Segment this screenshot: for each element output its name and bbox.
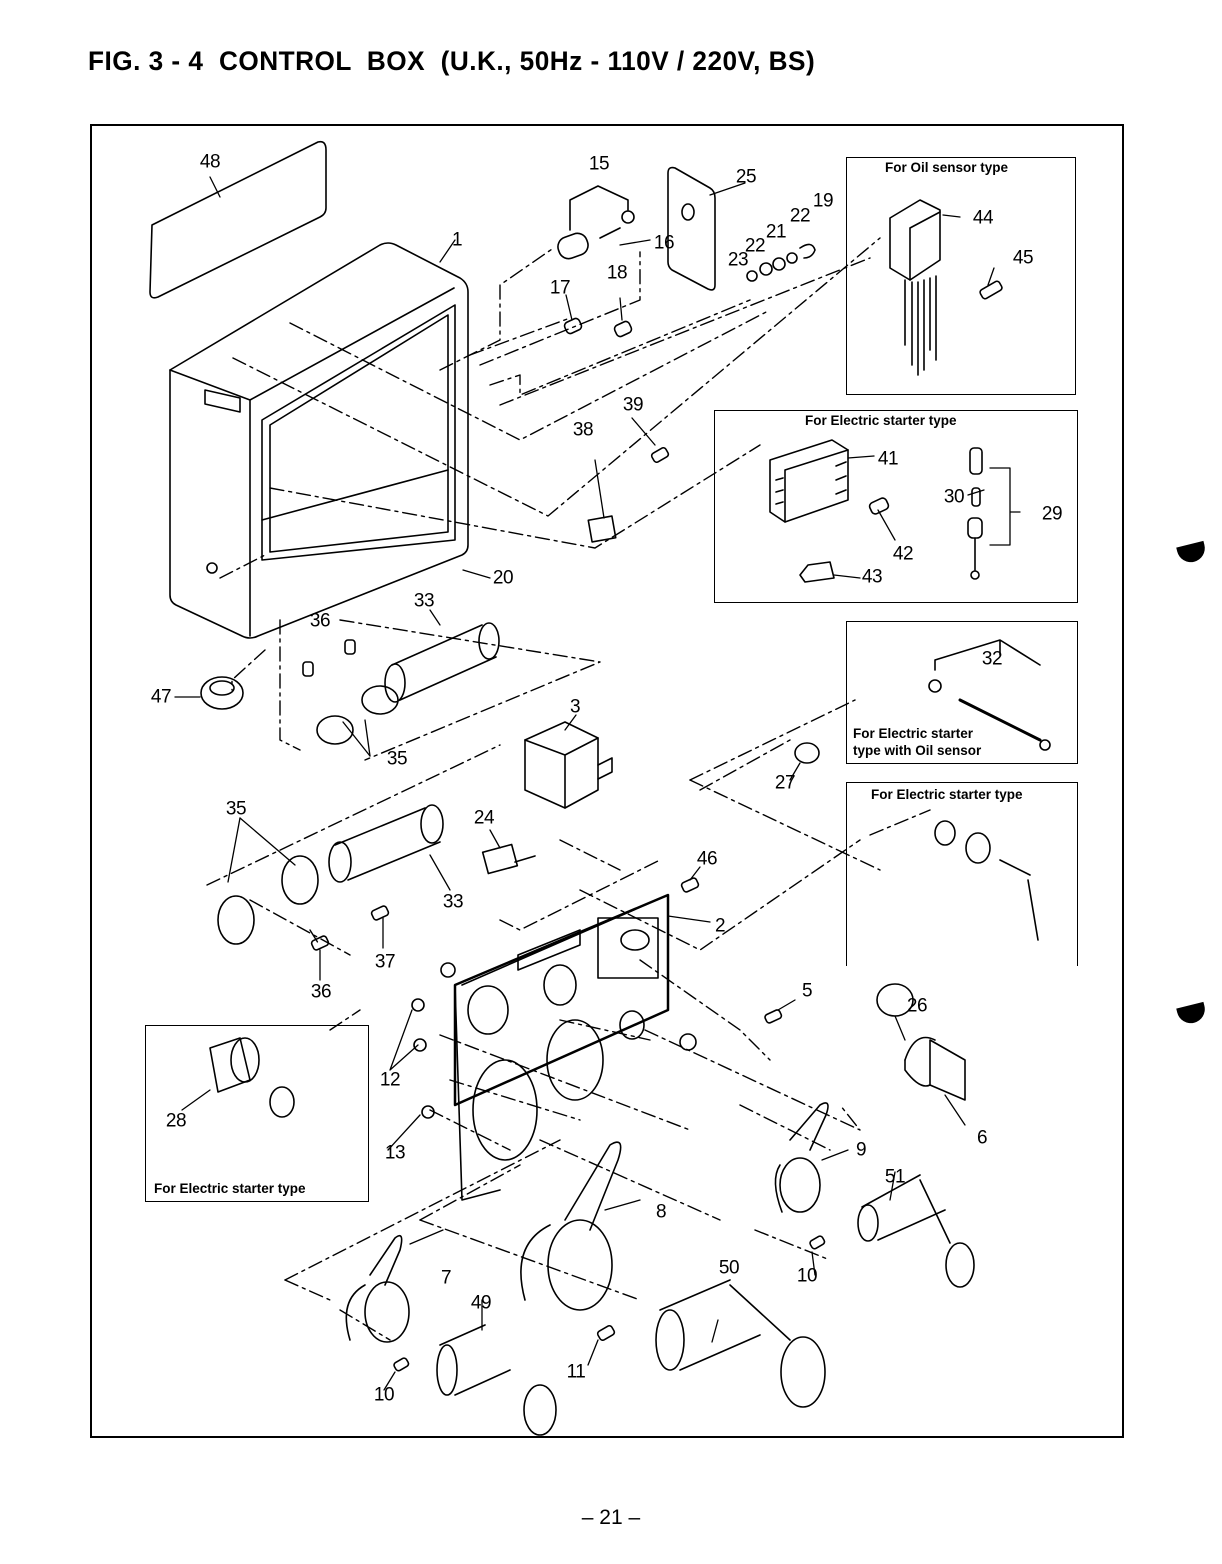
inset-electric-starter-oil-sensor: For Electric starter type with Oil senso… [846,621,1078,764]
receptacle-7 [345,1234,410,1343]
inset-label-line2: type with Oil sensor [853,743,982,758]
plug-49 [436,1324,557,1436]
callout-11: 11 [566,1361,586,1383]
receptacle-9 [774,1102,829,1213]
callout-49: 49 [470,1292,492,1314]
callout-21: 21 [765,221,787,243]
callout-43: 43 [861,566,883,588]
callout-42: 42 [892,543,914,565]
circuit-breaker-3 [524,721,613,809]
inset-electric-starter-regulator: For Electric starter type [714,410,1078,603]
callout-36-lower: 36 [310,981,332,1003]
callout-36-upper: 36 [309,610,331,632]
callout-35-upper: 35 [386,748,408,770]
starter-solenoid-28 [209,1037,295,1118]
callout-28: 28 [165,1110,187,1132]
callout-9: 9 [855,1139,867,1161]
inset-label-oil-sensor: For Oil sensor type [885,160,1009,175]
callout-17: 17 [549,277,571,299]
callout-46: 46 [696,848,718,870]
callout-41: 41 [877,448,899,470]
inset-electric-starter-key: For Electric starter type [846,782,1078,966]
receptacle-8 [520,1141,622,1311]
callout-45: 45 [1012,247,1034,269]
callout-50: 50 [718,1257,740,1279]
callout-13: 13 [384,1142,406,1164]
plug-50 [655,1279,826,1408]
callout-38: 38 [572,419,594,441]
inset-label-electric-starter-solenoid: For Electric starter type [154,1181,306,1196]
callout-29: 29 [1041,503,1063,525]
oil-sensor-unit-44 [889,199,941,376]
callout-35-lower: 35 [225,798,247,820]
regulator-41 [769,439,849,523]
capacitor-33-upper [384,622,500,703]
callout-37: 37 [374,951,396,973]
callout-51: 51 [884,1166,906,1188]
callout-1: 1 [451,229,463,251]
callout-2: 2 [714,915,726,937]
diagram-frame [90,124,1124,1438]
callout-27: 27 [774,772,796,794]
callout-16: 16 [653,232,675,254]
pilot-lamp-15 [557,185,635,260]
control-panel-2 [453,893,670,1201]
inset-label-electric-starter-key: For Electric starter type [871,787,1023,802]
callout-33-upper: 33 [413,590,435,612]
callout-39: 39 [622,394,644,416]
callout-5: 5 [801,980,813,1002]
callout-18: 18 [606,262,628,284]
callout-24: 24 [473,807,495,829]
callout-22-right: 22 [789,205,811,227]
callout-15: 15 [588,153,610,175]
label-plate-48 [149,140,327,299]
callout-44: 44 [972,207,994,229]
callout-30: 30 [943,486,965,508]
inset-oil-sensor-type: For Oil sensor type [846,157,1076,395]
callout-26: 26 [906,995,928,1017]
grommet-47 [200,676,244,710]
callout-19: 19 [812,190,834,212]
callout-10-right: 10 [796,1265,818,1287]
callout-33-lower: 33 [442,891,464,913]
capacitor-33-lower [328,804,444,883]
callout-20: 20 [492,567,514,589]
plug-51 [857,1174,975,1288]
callout-3: 3 [569,696,581,718]
callout-25: 25 [735,166,757,188]
inset-label-line1: For Electric starter [853,726,974,741]
figure-title: FIG. 3 - 4 CONTROL BOX (U.K., 50Hz - 110… [88,46,816,76]
callout-22-left: 22 [744,235,766,257]
callout-32: 32 [981,648,1003,670]
callout-8: 8 [655,1201,667,1223]
callout-10-left: 10 [373,1384,395,1406]
voltmeter-6 [904,1036,966,1101]
callout-7: 7 [440,1267,452,1289]
callout-47: 47 [150,686,172,708]
page-number: – 21 – [581,1506,641,1529]
callout-23: 23 [727,249,749,271]
callout-48: 48 [199,151,221,173]
inset-electric-starter-solenoid: For Electric starter type [145,1025,369,1202]
callout-12: 12 [379,1069,401,1091]
inset-label-electric-starter-regulator: For Electric starter type [805,413,957,428]
callout-6: 6 [976,1127,988,1149]
control-box-housing-1 [169,242,469,639]
plate-25 [667,166,716,291]
